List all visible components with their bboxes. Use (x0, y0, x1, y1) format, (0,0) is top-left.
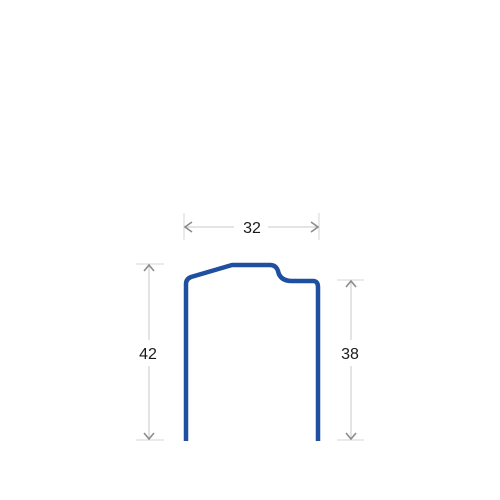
width-dimension: 32 (183, 213, 320, 240)
width-label: 32 (243, 220, 261, 237)
right-arrow-top (345, 279, 357, 288)
left-height-dimension: 42 (136, 263, 164, 441)
left-height-label: 42 (139, 346, 157, 363)
width-arrow-left (183, 221, 193, 233)
right-arrow-bottom (345, 432, 357, 441)
right-height-dimension: 38 (337, 279, 364, 441)
profile-outline (183, 262, 321, 441)
left-arrow-top (143, 263, 155, 272)
right-height-label: 38 (341, 346, 359, 363)
left-arrow-bottom (143, 432, 155, 441)
width-arrow-right (310, 221, 320, 233)
